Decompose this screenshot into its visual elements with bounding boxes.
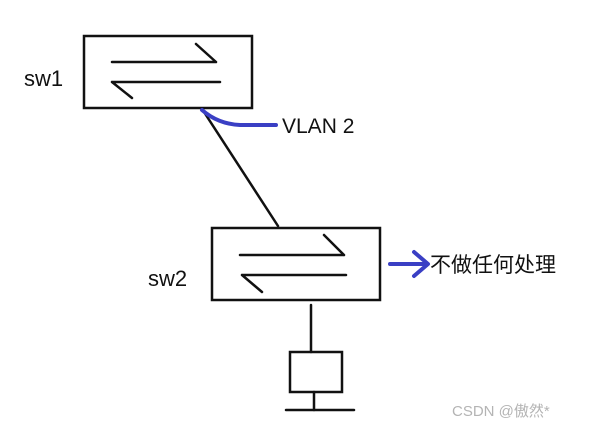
switch-sw1-box [82,34,254,110]
sw2-action-label: 不做任何处理 [430,254,556,277]
host-box [288,350,344,394]
switch-sw1-arrow-right [110,42,218,64]
switch-sw2-arrow-right [238,233,346,257]
sw2-label: sw2 [148,266,188,291]
switch-sw1 [82,34,254,110]
sw1-label: sw1 [24,66,64,91]
vlan-highlight-stroke [200,108,278,127]
link-sw1-sw2 [202,110,280,228]
switch-sw1-arrow-left [110,80,222,100]
vlan-label: VLAN 2 [282,115,355,138]
switch-sw2 [210,226,382,302]
switch-sw2-box [210,226,382,302]
watermark: CSDN @傲然* [452,403,550,420]
action-arrow [388,250,430,278]
switch-sw2-arrow-left [240,273,348,294]
